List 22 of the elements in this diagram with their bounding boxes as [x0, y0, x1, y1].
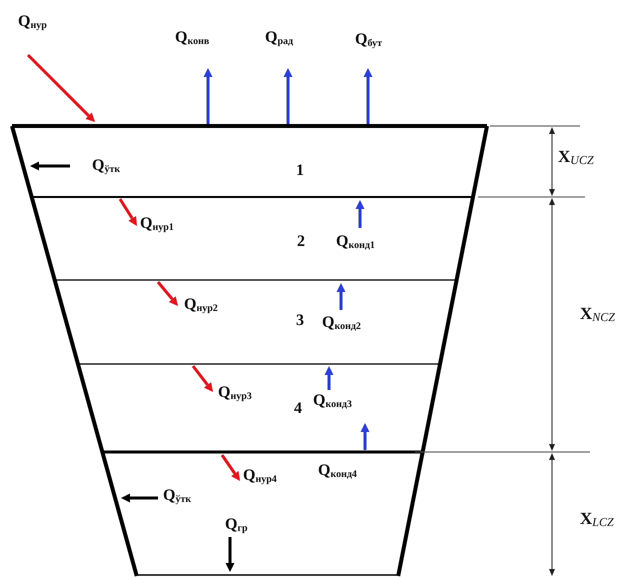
flux-label: Q$_{нур3}$ [218, 385, 252, 402]
flux-label: Q$_{гр}$ [225, 517, 248, 534]
flux-label: Q$_{конв}$ [175, 30, 210, 47]
flux-label: Q$_{конд2}$ [322, 315, 361, 332]
flux-label: Q$_{нур}$ [18, 14, 47, 31]
flux-label: Q$_{ўтк}$ [163, 488, 192, 505]
flux-label: 4 [294, 401, 302, 417]
flux-label: Q$_{рад}$ [265, 30, 294, 47]
dimension-label: X$_{LCZ}$ [580, 510, 614, 528]
flux-label: Q$_{конд1}$ [336, 234, 375, 251]
flux-label: Q$_{нур4}$ [243, 468, 277, 485]
dimension-label: X$_{NCZ}$ [580, 305, 615, 323]
flux-label: Q$_{конд3}$ [313, 393, 352, 410]
dimension-label: X$_{UCZ}$ [558, 148, 594, 166]
flux-label: Q$_{нур2}$ [184, 297, 218, 314]
flux-label: Q$_{конд4}$ [318, 463, 357, 480]
flux-label: 1 [296, 163, 304, 179]
flux-label: 3 [296, 313, 304, 329]
flux-label: Q$_{бут}$ [355, 32, 382, 49]
flux-label: Q$_{ўтк}$ [92, 158, 120, 175]
flux-label: 2 [297, 234, 305, 250]
flux-label: Q$_{нур1}$ [140, 216, 174, 233]
